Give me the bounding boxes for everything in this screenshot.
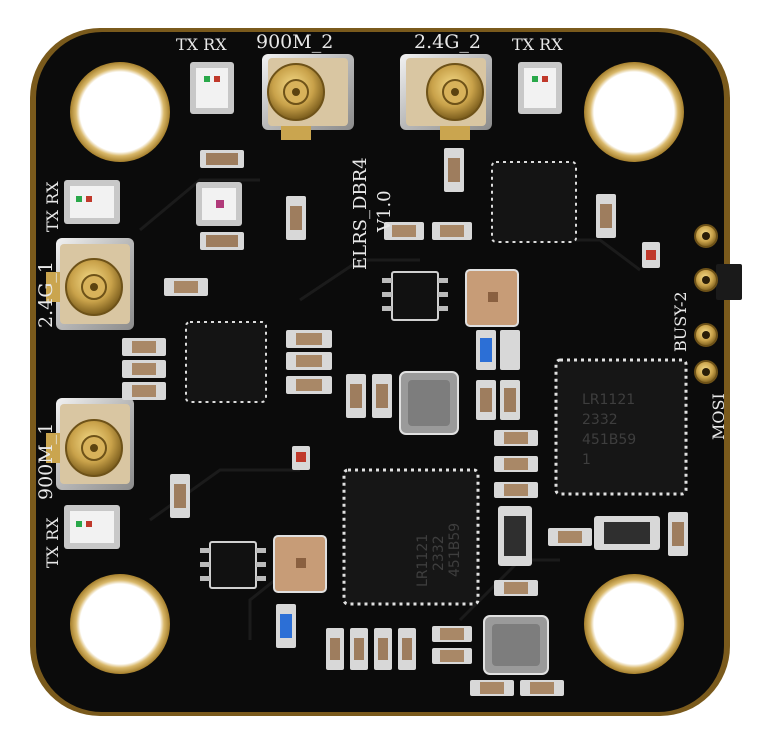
- label-board-version: V1.0: [374, 190, 395, 233]
- mounting-hole-top-left: [70, 62, 170, 162]
- filter-chip-bottom: [273, 535, 327, 593]
- label-antenna-top-left: 900M_2: [256, 31, 333, 53]
- crystal-center: [399, 371, 459, 435]
- label-led-left-upper: TX RX: [43, 181, 62, 232]
- led-top-left: [190, 62, 234, 114]
- label-led-top-left: TX RX: [176, 35, 227, 54]
- chip-radio-right-line3: 451B59: [582, 432, 636, 448]
- crystal-bottom: [483, 615, 549, 675]
- chip-radio-right: LR1121 2332 451B59 1: [554, 358, 688, 496]
- small-diodes: [292, 242, 660, 470]
- status-led: [196, 182, 242, 226]
- chip-radio-center: LR1121 2332 451B59: [342, 468, 480, 606]
- label-antenna-top-right: 2.4G_2: [414, 31, 481, 53]
- chip-radio-right-line4: 1: [582, 452, 591, 468]
- filter-chip-center: [465, 269, 519, 327]
- chip-radio-right-line1: LR1121: [582, 392, 635, 408]
- passive-components: [122, 148, 688, 696]
- label-led-top-right: TX RX: [512, 35, 563, 54]
- label-board-name: ELRS_DBR4: [350, 157, 371, 270]
- chip-radio-center-line1: LR1121: [415, 534, 431, 587]
- led-left-lower: [64, 505, 120, 549]
- mounting-hole-bottom-right: [584, 574, 684, 674]
- antenna-connector-left-upper: [46, 238, 134, 330]
- header-pins: [694, 224, 742, 384]
- chip-sot-bottom-left: [200, 541, 266, 589]
- antenna-connector-top-right: [400, 54, 492, 140]
- led-left-upper: [64, 180, 120, 224]
- label-antenna-left-upper: 2.4G_1: [35, 261, 57, 328]
- chip-sot-center: [382, 271, 448, 321]
- chip-radio-center-line3: 451B59: [447, 523, 463, 577]
- mounting-hole-top-right: [584, 62, 684, 162]
- chip-qfn-top-right: [491, 161, 577, 243]
- led-top-right: [518, 62, 562, 114]
- chip-qfn-left: [185, 321, 267, 403]
- label-pin-busy: BUSY-2: [671, 291, 690, 352]
- label-antenna-left-lower: 900M_1: [35, 423, 57, 500]
- chip-radio-right-line2: 2332: [582, 412, 618, 428]
- antenna-connector-top-left: [262, 54, 354, 140]
- mounting-hole-bottom-left: [70, 574, 170, 674]
- chip-radio-center-line2: 2332: [431, 535, 447, 571]
- label-pin-mosi: MOSI: [709, 393, 728, 440]
- label-led-left-lower: TX RX: [43, 517, 62, 568]
- antenna-connector-left-lower: [46, 398, 134, 490]
